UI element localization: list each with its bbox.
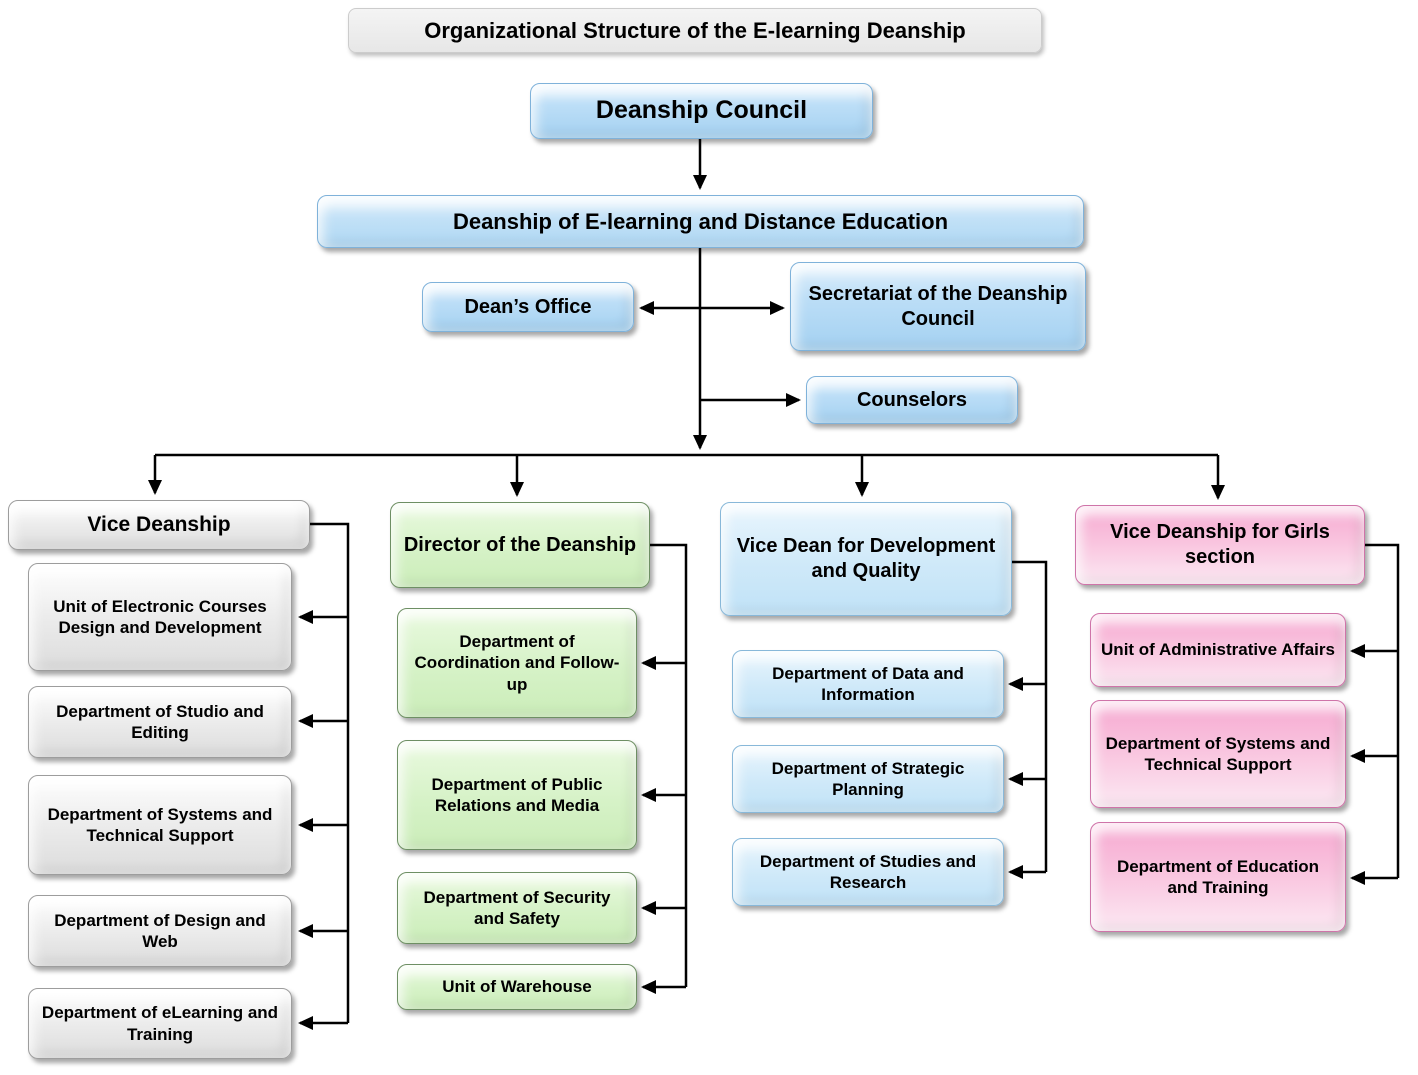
node-counselors: Counselors: [806, 376, 1018, 424]
node-deans-office: Dean’s Office: [422, 282, 634, 332]
node-security-safety: Department of Security and Safety: [397, 872, 637, 944]
node-vice-deanship-header: Vice Deanship: [8, 500, 310, 550]
node-vice-dean-quality-header: Vice Dean for Development and Quality: [720, 502, 1012, 616]
node-girls-systems-support: Department of Systems and Technical Supp…: [1090, 700, 1346, 808]
spine-director: [650, 543, 688, 987]
node-girls-section-header: Vice Deanship for Girls section: [1075, 505, 1365, 585]
node-director-header: Director of the Deanship: [390, 502, 650, 588]
node-administrative-affairs: Unit of Administrative Affairs: [1090, 613, 1346, 687]
chart-title: Organizational Structure of the E-learni…: [348, 8, 1042, 53]
node-elearning-training: Department of eLearning and Training: [28, 988, 292, 1059]
node-systems-technical-support: Department of Systems and Technical Supp…: [28, 775, 292, 875]
node-warehouse: Unit of Warehouse: [397, 964, 637, 1010]
node-deanship-main: Deanship of E-learning and Distance Educ…: [317, 195, 1084, 248]
node-deanship-council: Deanship Council: [530, 83, 873, 139]
node-secretariat: Secretariat of the Deanship Council: [790, 262, 1086, 351]
node-studies-research: Department of Studies and Research: [732, 838, 1004, 906]
node-studio-editing: Department of Studio and Editing: [28, 686, 292, 758]
spine-girls-section: [1363, 543, 1400, 878]
node-girls-education-training: Department of Education and Training: [1090, 822, 1346, 932]
node-unit-electronic-courses: Unit of Electronic Courses Design and De…: [28, 563, 292, 671]
node-coordination-followup: Department of Coordination and Follow-up: [397, 608, 637, 718]
node-data-information: Department of Data and Information: [732, 650, 1004, 718]
spine-vice-deanship: [310, 522, 350, 1023]
spine-vice-dean-quality: [1012, 560, 1048, 872]
node-public-relations-media: Department of Public Relations and Media: [397, 740, 637, 850]
node-design-web: Department of Design and Web: [28, 895, 292, 967]
node-strategic-planning: Department of Strategic Planning: [732, 745, 1004, 813]
